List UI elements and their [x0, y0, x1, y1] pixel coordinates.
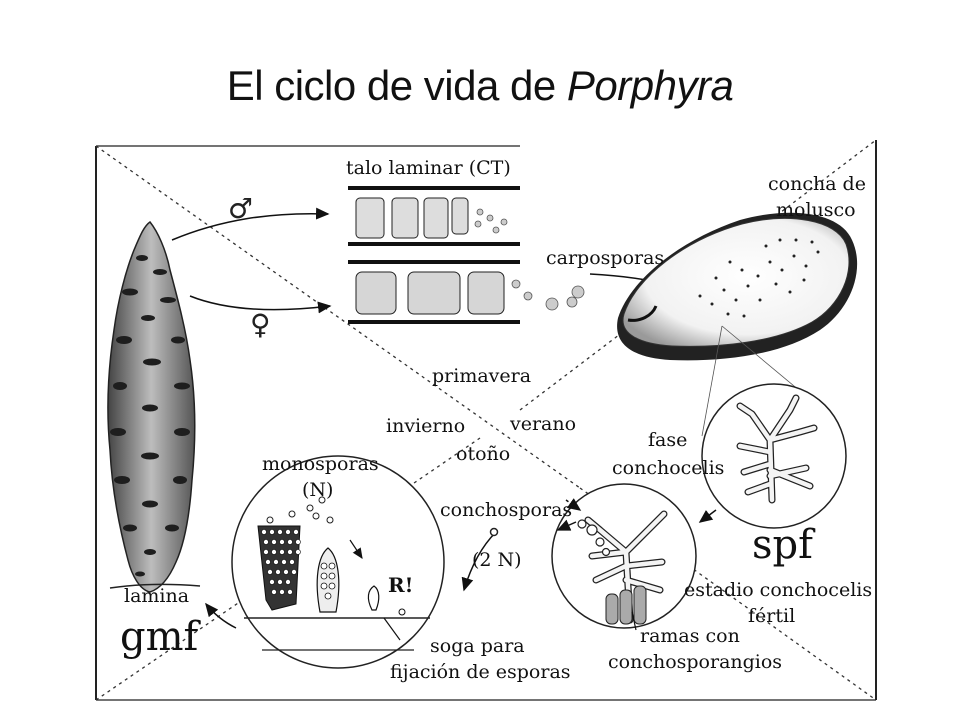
primavera-label: primavera [432, 365, 531, 387]
carposporas-label: carposporas [546, 247, 664, 269]
soga-pointer [383, 617, 401, 641]
invierno-label: invierno [386, 415, 465, 437]
diagram-frame [95, 140, 877, 701]
spf-label: spf [752, 522, 816, 568]
blade-to-talo-arrows [171, 207, 332, 314]
dos-n-label: (2 N) [472, 549, 522, 571]
ramas-pointer [631, 611, 637, 631]
otono-label: otoño [456, 443, 510, 465]
soga-label-line2: fijación de esporas [390, 661, 571, 683]
spf-to-estadio-arrow [698, 509, 717, 523]
concha-label-line1: concha de [768, 173, 866, 195]
fase-label-line2: conchocelis [612, 457, 724, 479]
mollusc-shell [617, 212, 858, 361]
estadio-label-line1: estadio conchocelis [684, 579, 872, 601]
monosporas-label-line2: (N) [302, 479, 333, 501]
estadio-label-line2: fértil [748, 605, 795, 627]
page-title: El ciclo de vida de Porphyra [0, 62, 960, 110]
talo-laminar-sections [348, 186, 585, 324]
monospores-circle [231, 455, 445, 669]
conchocelis-phase-circle [701, 383, 847, 529]
zoom-lines [701, 325, 807, 437]
r-label: R! [388, 573, 413, 597]
female-symbol: ♀ [250, 308, 271, 341]
concha-label-line2: molusco [776, 199, 856, 221]
ramas-label-line1: ramas con [640, 625, 740, 647]
lamina-label: lamina [124, 585, 189, 607]
monosporas-label-line1: monosporas [262, 453, 379, 475]
lamina-blade [107, 220, 201, 593]
conchospore-arrows [461, 498, 582, 592]
title-main: El ciclo de vida de [226, 62, 567, 109]
gmf-label: gmf [120, 614, 202, 660]
talo-laminar-label: talo laminar (CT) [346, 157, 511, 179]
fertile-conchocelis-circle [551, 483, 697, 629]
verano-label: verano [509, 413, 576, 435]
monospore-to-blade-arrow [205, 602, 237, 629]
soga-label-line1: soga para [430, 635, 525, 657]
ramas-label-line2: conchosporangios [608, 651, 782, 673]
title-genus: Porphyra [566, 62, 734, 109]
conchosporas-label: conchosporas [440, 499, 572, 521]
fase-label-line1: fase [648, 429, 687, 451]
